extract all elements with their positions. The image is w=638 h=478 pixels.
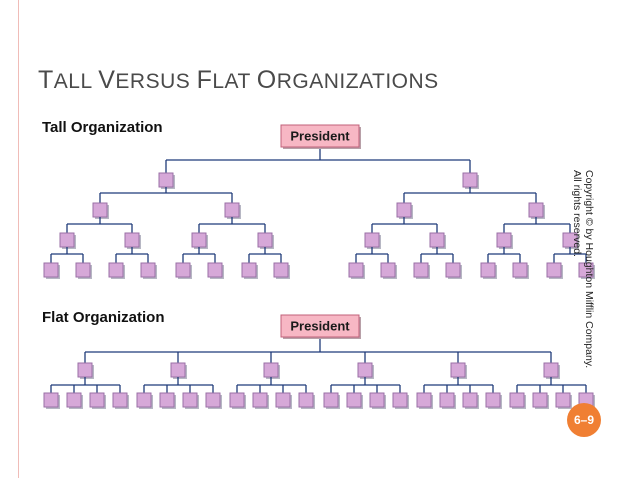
flat-worker-box [485, 392, 501, 408]
flat-worker-box [298, 392, 314, 408]
tall-level4-box [140, 262, 156, 278]
title-word-flat: FLAT [196, 66, 257, 94]
flat-manager-box [543, 362, 559, 378]
flat-worker-box [275, 392, 291, 408]
tall-level4-box [273, 262, 289, 278]
tall-president-box-label: President [290, 129, 350, 144]
tall-level4-box [75, 262, 91, 278]
flat-manager-box [263, 362, 279, 378]
flat-worker-box [66, 392, 82, 408]
flat-worker-box [136, 392, 152, 408]
tall-level4-box [43, 262, 59, 278]
copyright-line-2: All rights reserved. [571, 170, 583, 257]
tall-level4-box [480, 262, 496, 278]
flat-manager-box [450, 362, 466, 378]
tall-level4-box [108, 262, 124, 278]
flat-worker-box [43, 392, 59, 408]
flat-worker-box [112, 392, 128, 408]
copyright-notice: Copyright © by Houghton Mifflin Company.… [571, 170, 638, 420]
flat-worker-box [462, 392, 478, 408]
flat-manager-box [170, 362, 186, 378]
tall-level3-box [191, 232, 207, 248]
flat-worker-box [555, 392, 571, 408]
flat-worker-box [229, 392, 245, 408]
tall-level4-box [207, 262, 223, 278]
flat-worker-box [439, 392, 455, 408]
flat-worker-box [182, 392, 198, 408]
tall-level1-box [158, 172, 174, 188]
flat-president-box-label: President [290, 319, 350, 334]
tall-level2-box [396, 202, 412, 218]
flat-manager-box [357, 362, 373, 378]
tall-president-box [280, 124, 360, 148]
tall-level4-box [445, 262, 461, 278]
tall-level2-box [224, 202, 240, 218]
flat-manager-box [77, 362, 93, 378]
title-word-tall: TALL [38, 66, 99, 94]
tall-level3-box [429, 232, 445, 248]
flat-worker-box [509, 392, 525, 408]
flat-worker-box [369, 392, 385, 408]
tall-level3-box [364, 232, 380, 248]
flat-worker-box [532, 392, 548, 408]
tall-level2-box [528, 202, 544, 218]
flat-worker-box [205, 392, 221, 408]
title-word-versus: VERSUS [98, 66, 197, 94]
tall-level4-box [413, 262, 429, 278]
flat-worker-box [89, 392, 105, 408]
tall-level4-box [512, 262, 528, 278]
left-margin-rule [18, 0, 19, 478]
tall-level1-box [462, 172, 478, 188]
tall-level4-box [175, 262, 191, 278]
flat-president-box [280, 314, 360, 338]
tall-level2-box [92, 202, 108, 218]
tall-level4-box [546, 262, 562, 278]
tall-level4-box [380, 262, 396, 278]
flat-organization-label: Flat Organization [42, 309, 165, 326]
flat-worker-box [252, 392, 268, 408]
flat-worker-box [346, 392, 362, 408]
page-number-badge: 6–9 [567, 403, 601, 437]
tall-level3-box [257, 232, 273, 248]
tall-level3-box [124, 232, 140, 248]
flat-worker-box [416, 392, 432, 408]
tall-level4-box [241, 262, 257, 278]
tall-level4-box [578, 262, 594, 278]
tall-level3-box [496, 232, 512, 248]
flat-worker-box [392, 392, 408, 408]
tall-level3-box [59, 232, 75, 248]
tall-organization-label: Tall Organization [42, 119, 163, 136]
slide-title: TALL VERSUS FLAT ORGANIZATIONS [38, 66, 439, 95]
flat-worker-box [323, 392, 339, 408]
title-word-organizations: ORGANIZATIONS [256, 66, 439, 94]
tall-level4-box [348, 262, 364, 278]
flat-worker-box [159, 392, 175, 408]
copyright-line-1: Copyright © by Houghton Mifflin Company. [583, 170, 595, 369]
